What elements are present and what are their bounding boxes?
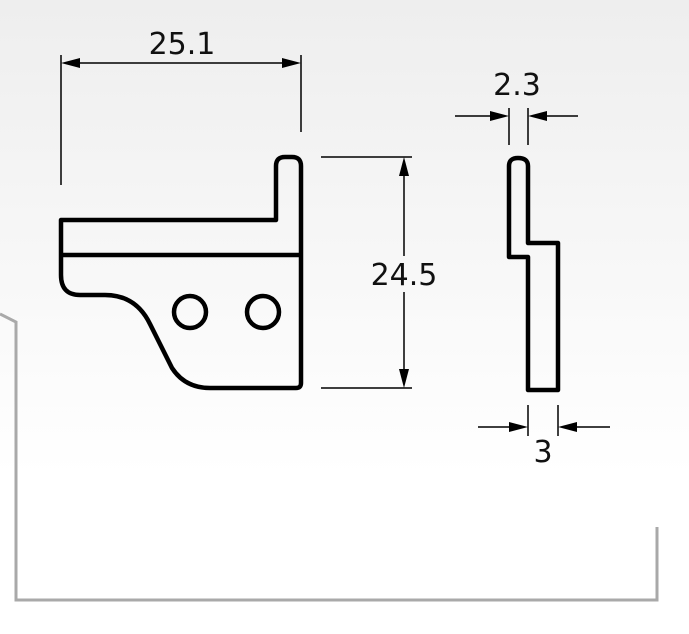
dimension-top-thickness: 2.3	[455, 68, 578, 145]
dimension-label-bottom-thickness: 3	[533, 435, 552, 470]
arrowhead-bottom-thickness-left	[509, 422, 528, 432]
dimension-label-width: 25.1	[149, 27, 216, 62]
dimension-width: 25.1	[60, 27, 302, 185]
mounting-hole-left	[171, 293, 209, 331]
dimension-bottom-thickness: 3	[478, 405, 610, 470]
side-profile-outline	[506, 155, 561, 393]
front-view	[58, 154, 304, 391]
bracket-outline	[58, 154, 304, 391]
mounting-hole-right	[244, 293, 282, 331]
side-view	[506, 155, 561, 393]
arrowhead-width-right	[282, 58, 301, 68]
arrowhead-width-left	[61, 58, 80, 68]
dimension-label-top-thickness: 2.3	[493, 68, 541, 103]
arrowhead-bottom-thickness-right	[558, 422, 577, 432]
dimension-label-height: 24.5	[371, 258, 438, 293]
arrowhead-height-bottom	[399, 369, 409, 388]
arrowhead-top-thickness-right	[528, 111, 547, 121]
arrowhead-height-top	[399, 157, 409, 176]
dimension-height: 24.5	[321, 156, 438, 389]
arrowhead-top-thickness-left	[490, 111, 509, 121]
sheet-frame	[0, 312, 659, 602]
